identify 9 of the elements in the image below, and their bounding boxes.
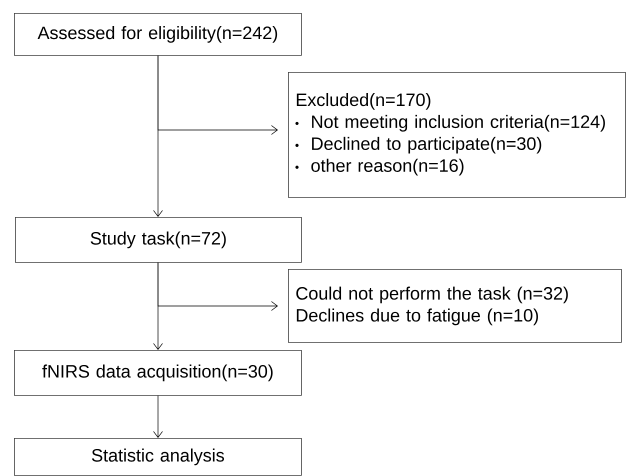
branch-arrow	[158, 262, 278, 311]
process-box: Statistic analysis	[14, 438, 302, 476]
process-box: Assessed for eligibility(n=242)	[14, 13, 302, 56]
exclusion-box: Excluded(n=170) Not meeting inclusion criteria(n=124) Declined to participate(n=30) other reason(n=16)	[288, 72, 626, 198]
process-box: fNIRS data acquisition(n=30)	[14, 350, 302, 396]
arrow	[153, 395, 163, 438]
exclusion-box: Could not perform the task (n=32) Declines due to fatigue (n=10)	[288, 269, 622, 343]
branch-arrow	[158, 55, 278, 135]
process-box: Study task(n=72)	[15, 216, 302, 263]
